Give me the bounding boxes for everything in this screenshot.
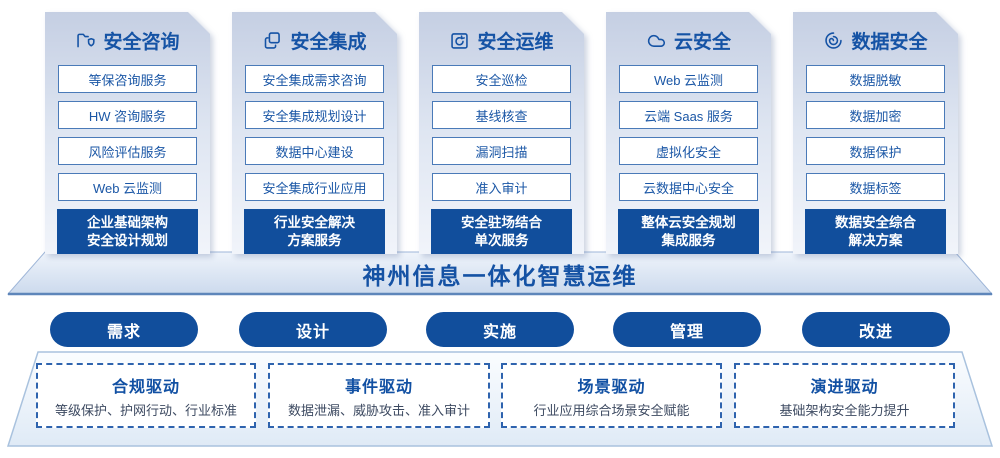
column-title: 云安全 — [673, 31, 731, 53]
driver-title: 合规驱动 — [111, 378, 180, 396]
service-items: 安全巡检 基线核查 漏洞扫描 准入审计 — [419, 65, 584, 201]
column-header: 安全咨询 — [45, 12, 210, 53]
highlight-line: 安全驻场结合 — [461, 214, 542, 230]
service-items: Web 云监测 云端 Saas 服务 虚拟化安全 云数据中心安全 — [606, 65, 771, 201]
highlight-line: 方案服务 — [287, 233, 342, 248]
driver-title: 演进驱动 — [810, 378, 879, 396]
driver-desc: 数据泄漏、威胁攻击、准入审计 — [287, 402, 470, 418]
service-item: 云端 Saas 服务 — [619, 101, 758, 129]
column-panel: 安全运维 安全巡检 基线核查 漏洞扫描 准入审计 安全驻场结合 单次服务 — [419, 12, 584, 254]
driver-title: 事件驱动 — [344, 378, 413, 396]
cloud-icon — [646, 30, 667, 51]
driver-desc: 等级保护、护网行动、行业标准 — [54, 402, 237, 418]
banner-title: 神州信息一体化智慧运维 — [362, 263, 638, 289]
service-item: 基线核查 — [432, 101, 571, 129]
service-column-consulting: 安全咨询 等保咨询服务 HW 咨询服务 风险评估服务 Web 云监测 企业基础架… — [45, 12, 210, 254]
highlight-service: 行业安全解决 方案服务 — [244, 209, 385, 255]
highlight-line: 安全设计规划 — [87, 233, 168, 248]
process-pill-improve: 改进 — [802, 312, 950, 347]
highlight-service: 整体云安全规划 集成服务 — [618, 209, 759, 255]
highlight-service: 安全驻场结合 单次服务 — [431, 209, 572, 255]
service-item: 漏洞扫描 — [432, 137, 571, 165]
column-panel: 安全集成 安全集成需求咨询 安全集成规划设计 数据中心建设 安全集成行业应用 行… — [232, 12, 397, 254]
highlight-line: 单次服务 — [474, 233, 529, 248]
driver-title: 场景驱动 — [577, 378, 646, 396]
driver-desc: 行业应用综合场景安全赋能 — [533, 402, 690, 418]
highlight-line: 数据安全综合 — [835, 214, 916, 230]
highlight-line: 行业安全解决 — [274, 214, 355, 230]
highlight-line: 集成服务 — [661, 233, 716, 248]
service-items: 数据脱敏 数据加密 数据保护 数据标签 — [793, 65, 958, 201]
service-item: 安全集成规划设计 — [245, 101, 384, 129]
column-title: 安全咨询 — [103, 31, 180, 53]
highlight-line: 解决方案 — [848, 233, 903, 248]
driver-box-incident: 事件驱动 数据泄漏、威胁攻击、准入审计 — [268, 363, 490, 428]
service-item: 准入审计 — [432, 173, 571, 201]
column-panel: 数据安全 数据脱敏 数据加密 数据保护 数据标签 数据安全综合 解决方案 — [793, 12, 958, 254]
highlight-line: 整体云安全规划 — [641, 214, 736, 230]
column-title: 安全集成 — [290, 31, 367, 53]
driver-desc: 基础架构安全能力提升 — [779, 402, 910, 418]
driver-box-compliance: 合规驱动 等级保护、护网行动、行业标准 — [36, 363, 256, 428]
service-item: 虚拟化安全 — [619, 137, 758, 165]
service-item: 数据标签 — [806, 173, 945, 201]
copy-documents-icon — [262, 30, 283, 51]
column-panel: 安全咨询 等保咨询服务 HW 咨询服务 风险评估服务 Web 云监测 企业基础架… — [45, 12, 210, 254]
service-item: 风险评估服务 — [58, 137, 197, 165]
service-item: 数据脱敏 — [806, 65, 945, 93]
process-pill-design: 设计 — [239, 312, 387, 347]
service-column-cloud: 云安全 Web 云监测 云端 Saas 服务 虚拟化安全 云数据中心安全 整体云… — [606, 12, 771, 254]
service-item: 安全巡检 — [432, 65, 571, 93]
process-pill-manage: 管理 — [613, 312, 761, 347]
service-column-integration: 安全集成 安全集成需求咨询 安全集成规划设计 数据中心建设 安全集成行业应用 行… — [232, 12, 397, 254]
service-item: Web 云监测 — [58, 173, 197, 201]
column-header: 云安全 — [606, 12, 771, 53]
column-header: 数据安全 — [793, 12, 958, 53]
folder-shield-icon — [75, 30, 96, 51]
service-item: 安全集成行业应用 — [245, 173, 384, 201]
service-item: 数据中心建设 — [245, 137, 384, 165]
service-column-data: 数据安全 数据脱敏 数据加密 数据保护 数据标签 数据安全综合 解决方案 — [793, 12, 958, 254]
column-header: 安全运维 — [419, 12, 584, 53]
column-panel: 云安全 Web 云监测 云端 Saas 服务 虚拟化安全 云数据中心安全 整体云… — [606, 12, 771, 254]
driver-box-scenario: 场景驱动 行业应用综合场景安全赋能 — [501, 363, 722, 428]
service-item: 云数据中心安全 — [619, 173, 758, 201]
process-pill-implement: 实施 — [426, 312, 574, 347]
fingerprint-icon — [823, 30, 844, 51]
service-item: 等保咨询服务 — [58, 65, 197, 93]
service-item: 数据加密 — [806, 101, 945, 129]
highlight-service: 数据安全综合 解决方案 — [805, 209, 946, 255]
column-title: 数据安全 — [851, 31, 928, 53]
process-pill-demand: 需求 — [50, 312, 198, 347]
highlight-line: 企业基础架构 — [87, 214, 168, 230]
service-column-operations: 安全运维 安全巡检 基线核查 漏洞扫描 准入审计 安全驻场结合 单次服务 — [419, 12, 584, 254]
service-items: 等保咨询服务 HW 咨询服务 风险评估服务 Web 云监测 — [45, 65, 210, 201]
service-item: HW 咨询服务 — [58, 101, 197, 129]
service-items: 安全集成需求咨询 安全集成规划设计 数据中心建设 安全集成行业应用 — [232, 65, 397, 201]
highlight-service: 企业基础架构 安全设计规划 — [57, 209, 198, 255]
column-title: 安全运维 — [477, 31, 554, 53]
service-item: Web 云监测 — [619, 65, 758, 93]
box-sync-icon — [449, 30, 470, 51]
driver-box-evolution: 演进驱动 基础架构安全能力提升 — [734, 363, 955, 428]
service-item: 安全集成需求咨询 — [245, 65, 384, 93]
service-item: 数据保护 — [806, 137, 945, 165]
column-header: 安全集成 — [232, 12, 397, 53]
